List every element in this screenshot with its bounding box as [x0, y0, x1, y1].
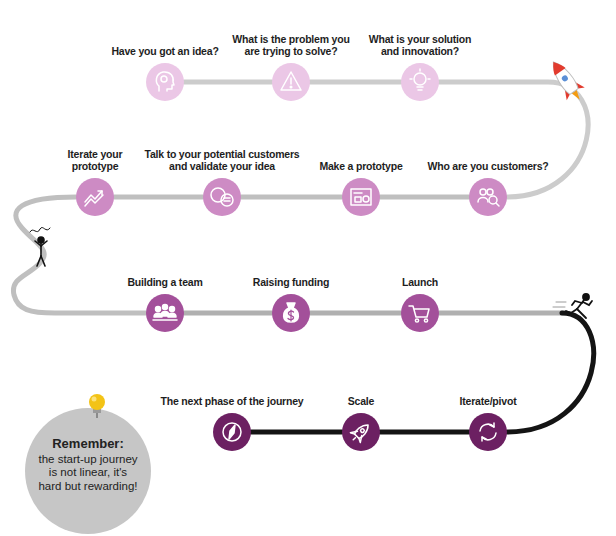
road-connector — [251, 432, 342, 433]
road-segment — [241, 195, 342, 200]
stage-label: Who are you customers? — [418, 160, 558, 173]
road-connector — [439, 82, 588, 197]
stage-label: The next phase of the journey — [147, 395, 317, 408]
stage-circle: Launch — [401, 294, 439, 332]
road-segment — [310, 80, 401, 85]
stage-label: Iterate your prototype — [59, 148, 131, 173]
runner-figure — [566, 309, 577, 313]
road-segment — [380, 195, 469, 200]
road-segment — [114, 195, 203, 200]
stage-circle: Scale — [342, 413, 380, 451]
stage-circle: Iterate your prototype — [76, 178, 114, 216]
road-connector — [184, 82, 272, 83]
thinking-person — [30, 228, 50, 232]
runner-figure — [572, 301, 582, 305]
stage-circle: Who are you customers? — [469, 178, 507, 216]
stage-label: Iterate/pivot — [443, 395, 533, 408]
thinking-person — [37, 256, 41, 266]
stage-label: Make a prototype — [306, 160, 416, 173]
stage-label: Have you got an idea? — [100, 45, 230, 58]
rocket-illustration — [559, 86, 571, 100]
runner-figure — [577, 300, 584, 309]
road-segment — [380, 430, 469, 435]
runner-figure — [553, 307, 565, 308]
thinking-person — [35, 241, 41, 246]
road-segment — [184, 80, 272, 85]
road-segment — [439, 82, 588, 197]
reminder-circle: Remember:the start-up journey is not lin… — [25, 408, 151, 534]
runner-figure — [553, 294, 592, 318]
thinking-person — [41, 241, 47, 246]
runner-figure — [583, 294, 589, 300]
rocket-illustration — [544, 56, 588, 106]
road-connector — [310, 313, 401, 314]
runner-figure — [577, 309, 586, 318]
stage-label: Talk to your potential customers and val… — [137, 148, 307, 173]
road-segment — [507, 313, 594, 432]
runner-figure — [583, 301, 592, 305]
stage-label: Scale — [321, 395, 401, 408]
thinking-person — [41, 256, 45, 266]
stage-circle: What is your solution and innovation? — [401, 63, 439, 101]
stage-label: Raising funding — [236, 276, 346, 289]
stage-circle: Raising funding — [272, 294, 310, 332]
stage-label: What is your solution and innovation? — [361, 33, 479, 58]
thinking-person — [38, 237, 44, 243]
reminder-heading: Remember: — [52, 436, 124, 452]
road-segment — [184, 311, 272, 316]
stage-circle: The next phase of the journey — [213, 413, 251, 451]
road-connector — [184, 313, 272, 314]
road-segment — [251, 430, 342, 435]
rocket-illustration — [572, 90, 583, 102]
road-segment — [13, 197, 146, 313]
road-connector — [13, 197, 146, 313]
stage-circle: Building a team — [146, 294, 184, 332]
rocket-illustration — [548, 58, 580, 95]
rocket-illustration — [548, 58, 566, 75]
road-connector — [380, 197, 469, 198]
road-connector — [439, 313, 594, 432]
thinking-person — [30, 228, 50, 266]
road-connector — [380, 432, 469, 433]
stage-circle: Make a prototype — [342, 178, 380, 216]
road-connector — [241, 197, 342, 198]
thinking-person — [40, 243, 42, 256]
road-connector — [310, 82, 401, 83]
stage-circle: Have you got an idea? — [146, 63, 184, 101]
road-connector — [114, 197, 203, 198]
illustration-layer — [85, 69, 499, 445]
reminder-body: the start-up journey is not linear, it's… — [38, 453, 138, 494]
runner-figure — [556, 302, 566, 303]
stage-label: Building a team — [110, 276, 220, 289]
road-segment — [310, 311, 401, 316]
lightbulb-pin — [92, 397, 97, 402]
stage-circle: Talk to your potential customers and val… — [203, 178, 241, 216]
stage-label: What is the problem you are trying to so… — [232, 33, 350, 58]
road-segment — [439, 311, 562, 316]
rocket-illustration — [572, 77, 584, 91]
stage-circle: Iterate/pivot — [469, 413, 507, 451]
rocket-illustration — [561, 74, 569, 82]
stage-label: Launch — [380, 276, 460, 289]
stage-circle: What is the problem you are trying to so… — [272, 63, 310, 101]
